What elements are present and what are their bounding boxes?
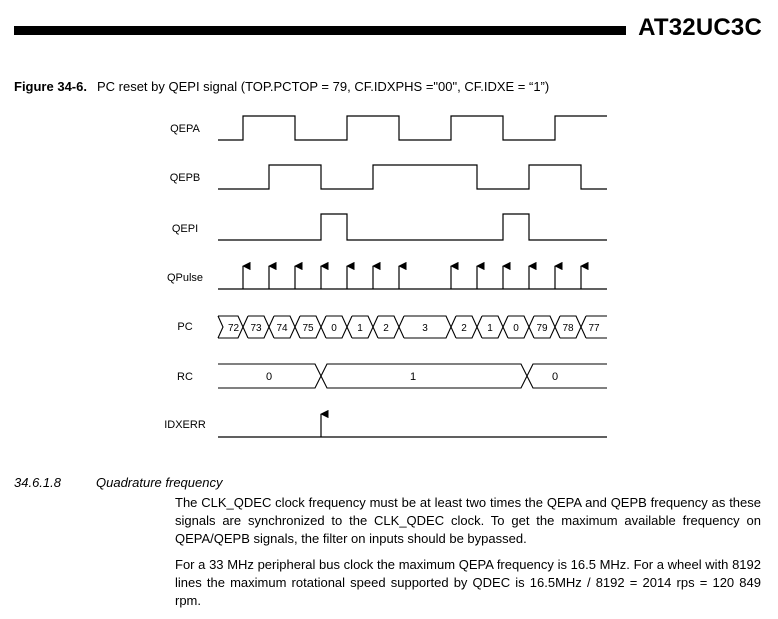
pc-value: 2	[461, 323, 467, 334]
pc-value: 79	[536, 323, 548, 334]
pc-value: 0	[513, 323, 519, 334]
wave-qepb	[218, 164, 607, 190]
label-qepb: QEPB	[170, 172, 201, 184]
pc-value: 73	[250, 323, 262, 334]
label-rc: RC	[177, 371, 193, 383]
pc-value: 0	[331, 323, 337, 334]
header-rule	[14, 26, 626, 35]
label-qepa: QEPA	[170, 123, 200, 135]
figure-number: Figure 34-6.	[14, 79, 87, 94]
bus-pc	[217, 315, 607, 339]
wave-qepi	[218, 213, 607, 241]
label-qepi: QEPI	[172, 223, 198, 235]
document-title: AT32UC3C	[638, 14, 762, 41]
pc-value: 75	[302, 323, 314, 334]
paragraph: The CLK_QDEC clock frequency must be at …	[175, 495, 761, 546]
figure-caption-text: PC reset by QEPI signal (TOP.PCTOP = 79,…	[96, 79, 550, 94]
pc-value: 1	[487, 323, 493, 334]
bus-rc	[218, 363, 607, 389]
label-idxerr: IDXERR	[164, 419, 206, 431]
figure-caption: Figure 34-6. PC reset by QEPI signal (TOP…	[14, 79, 549, 94]
wave-qepa	[218, 115, 607, 141]
pc-value: 78	[562, 323, 574, 334]
label-qpulse: QPulse	[167, 272, 203, 284]
rc-value: 0	[552, 371, 558, 383]
pc-value: 74	[276, 323, 288, 334]
rc-value: 1	[410, 371, 416, 383]
section-number: 34.6.1.8	[14, 475, 61, 490]
paragraph: For a 33 MHz peripheral bus clock the ma…	[175, 557, 761, 608]
pc-value: 72	[228, 323, 240, 334]
pc-value: 3	[422, 323, 428, 334]
rc-value: 0	[266, 371, 272, 383]
pc-value: 77	[588, 323, 600, 334]
section-title: Quadrature frequency	[96, 475, 223, 490]
pc-value: 1	[357, 323, 363, 334]
label-pc: PC	[177, 321, 192, 333]
pc-value: 2	[383, 323, 389, 334]
